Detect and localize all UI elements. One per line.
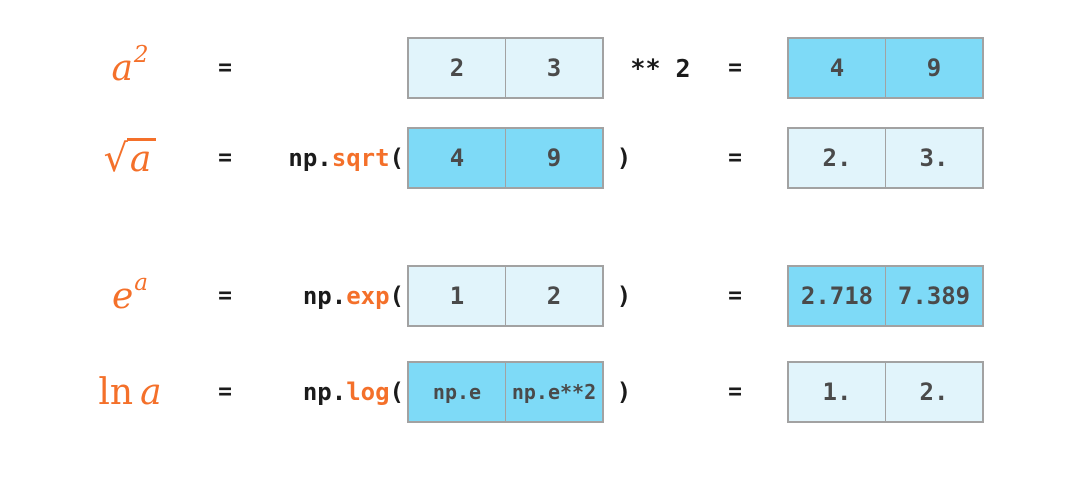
close-paren: ) <box>616 144 632 172</box>
equals-sign: = <box>218 145 232 171</box>
symbol-base: a <box>111 47 133 89</box>
module-prefix: np. <box>288 144 332 172</box>
row-sqrt: √a = np.sqrt( 4 9 ) = 2. 3. <box>0 127 1080 189</box>
module-prefix: np. <box>302 378 347 406</box>
equals-sign: = <box>218 55 232 81</box>
array-cell: 1 <box>449 282 465 310</box>
array-cell: 2. <box>885 363 982 421</box>
input-array: 1 2 <box>407 265 604 327</box>
power-operator: ** 2 <box>630 53 691 83</box>
equals-sign: = <box>728 55 742 81</box>
open-paren: ( <box>389 144 404 172</box>
symbol-base: e <box>111 275 134 317</box>
open-paren: ( <box>389 378 404 406</box>
symbol-base: a <box>126 137 157 179</box>
equals-sign: = <box>728 379 742 405</box>
function-call-exp: np.exp( <box>230 265 404 327</box>
array-cell: 7.389 <box>885 267 982 325</box>
function-name: sqrt <box>331 144 390 172</box>
array-cell: 3 <box>505 39 602 97</box>
close-paren: ) <box>616 282 632 310</box>
symbol-superscript: 2 <box>133 42 149 68</box>
array-cell: 2.718 <box>800 282 874 310</box>
function-call-log: np.log( <box>230 361 404 423</box>
equals-sign: = <box>218 283 232 309</box>
function-name: exp <box>346 282 390 310</box>
ln-function: ln <box>98 371 134 413</box>
array-cell: 9 <box>505 129 602 187</box>
function-name: log <box>346 378 390 406</box>
symbol-superscript: a <box>134 270 149 296</box>
input-array: np.e np.e**2 <box>407 361 604 423</box>
module-prefix: np. <box>302 282 347 310</box>
equals-sign: = <box>218 379 232 405</box>
array-cell: np.e <box>432 380 482 404</box>
input-array: 4 9 <box>407 127 604 189</box>
radical-sign: √ <box>103 136 128 180</box>
array-cell: 2 <box>505 267 602 325</box>
close-paren: ) <box>616 378 632 406</box>
math-symbol-sqrt-a: √a <box>40 127 220 189</box>
array-cell: 1. <box>822 378 852 406</box>
open-paren: ( <box>389 282 404 310</box>
input-array: 2 3 <box>407 37 604 99</box>
array-cell: 2 <box>449 54 465 82</box>
output-array: 2. 3. <box>787 127 984 189</box>
array-cell: np.e**2 <box>505 363 602 421</box>
array-cell: 3. <box>885 129 982 187</box>
array-cell: 2. <box>822 144 852 172</box>
output-array: 4 9 <box>787 37 984 99</box>
array-cell: 4 <box>829 54 845 82</box>
array-cell: 4 <box>449 144 465 172</box>
symbol-base: a <box>140 371 162 413</box>
function-call-sqrt: np.sqrt( <box>230 127 404 189</box>
equals-sign: = <box>728 145 742 171</box>
equals-sign: = <box>728 283 742 309</box>
array-cell: 9 <box>885 39 982 97</box>
output-array: 1. 2. <box>787 361 984 423</box>
output-array: 2.718 7.389 <box>787 265 984 327</box>
